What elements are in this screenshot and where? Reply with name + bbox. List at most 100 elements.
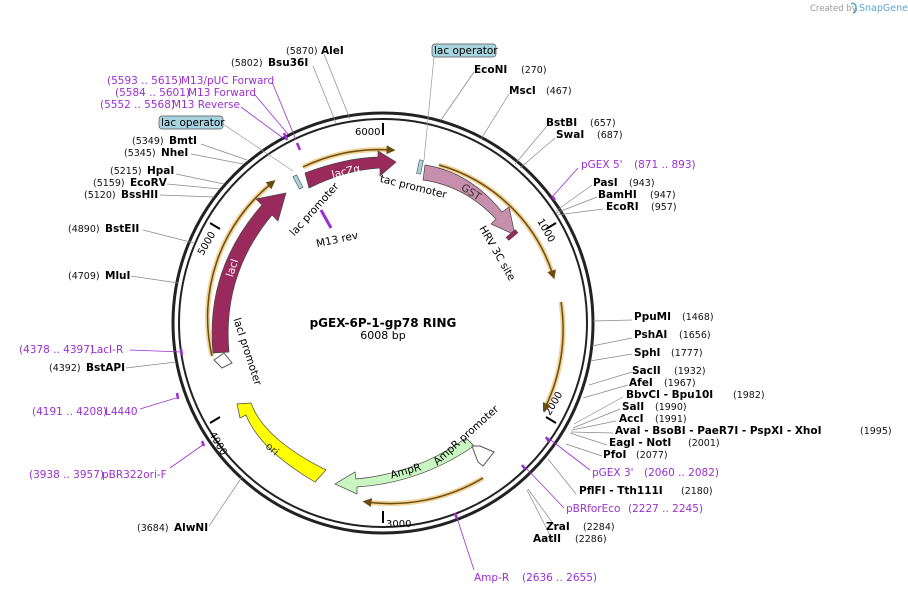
enzyme-leaders-right [440, 71, 633, 542]
svg-text:(5345): (5345) [124, 148, 156, 159]
svg-text:(5159): (5159) [93, 178, 125, 189]
enzyme-accI: AccI (1991) [619, 413, 687, 425]
svg-text:PshAI: PshAI [634, 329, 667, 341]
enzyme-salI: SalI(1990) [622, 401, 687, 413]
svg-text:SwaI: SwaI [556, 129, 584, 141]
svg-text:BssHII: BssHII [121, 189, 158, 201]
laci-arrow [211, 192, 287, 354]
svg-text:BamHI: BamHI [598, 189, 637, 201]
svg-text:AvaI - BsoBI - PaeR7I - PspXI: AvaI - BsoBI - PaeR7I - PspXI - XhoI [615, 425, 822, 437]
svg-text:(4378 .. 4397): (4378 .. 4397) [19, 344, 94, 356]
svg-text:(3938 .. 3957): (3938 .. 3957) [29, 469, 104, 481]
enzyme-pfoI: PfoI (2077) [603, 449, 668, 461]
svg-text:PasI: PasI [593, 177, 618, 189]
credit-brand: SnapGene [859, 3, 908, 14]
svg-text:AleI: AleI [321, 45, 344, 57]
svg-text:BstEII: BstEII [105, 223, 139, 235]
backbone-outer [171, 111, 595, 535]
svg-text:(2284): (2284) [583, 522, 615, 533]
enzyme-alwNI: (3684)AlwNI [137, 522, 208, 534]
enzyme-swaI: SwaI(687) [556, 129, 623, 141]
enzyme-eagI-notI: EagI - NotI(2001) [609, 437, 720, 449]
plasmid-name: pGEX-6P-1-gp78 RING [310, 316, 457, 330]
svg-text:(943): (943) [629, 178, 655, 189]
svg-text:SphI: SphI [634, 347, 660, 359]
svg-text:LacI-R: LacI-R [91, 344, 123, 356]
primer-m13-forward: (5584 .. 5601)M13 Forward [115, 87, 256, 99]
svg-text:(2077): (2077) [636, 450, 668, 461]
svg-text:(657): (657) [590, 118, 616, 129]
svg-text:(957): (957) [651, 202, 677, 213]
lac-operator-marker-left [292, 174, 304, 190]
enzyme-leaders-left [125, 53, 351, 527]
lac-operator-top: lac operator [431, 43, 498, 58]
primer-pbrforeco: pBRforEco (2227 .. 2245) [566, 503, 703, 515]
svg-text:BstAPI: BstAPI [86, 362, 125, 374]
svg-text:EcoRV: EcoRV [130, 177, 168, 189]
svg-text:(5552 .. 5568): (5552 .. 5568) [100, 99, 175, 111]
svg-text:(2227 .. 2245): (2227 .. 2245) [628, 503, 703, 515]
primer-leaders [129, 81, 591, 571]
svg-text:(5593 .. 5615): (5593 .. 5615) [107, 75, 182, 87]
svg-text:EcoRI: EcoRI [606, 201, 639, 213]
enzyme-pshAI: PshAI (1656) [634, 329, 711, 341]
svg-text:AlwNI: AlwNI [174, 522, 208, 534]
svg-text:EagI - NotI: EagI - NotI [609, 437, 671, 449]
svg-text:(1932): (1932) [674, 366, 706, 377]
svg-text:PfoI: PfoI [603, 449, 626, 461]
m13-rev-label: M13 rev [315, 230, 359, 251]
svg-text:M13 Reverse: M13 Reverse [172, 99, 240, 111]
tick-1000 [545, 222, 557, 230]
svg-text:(4890): (4890) [68, 224, 100, 235]
svg-text:(1468): (1468) [682, 312, 714, 323]
enzyme-afeI: AfeI(1967) [629, 377, 696, 389]
svg-text:BstBI: BstBI [546, 117, 577, 129]
tick-label-6000: 6000 [355, 127, 380, 138]
lac-operator-top-line [423, 56, 435, 161]
svg-text:pBRforEco: pBRforEco [566, 503, 620, 515]
tick-4000 [209, 416, 221, 424]
svg-text:MscI: MscI [509, 85, 536, 97]
svg-text:L4440: L4440 [105, 406, 138, 418]
svg-text:(1777): (1777) [671, 348, 703, 359]
enzyme-nheI: (5345) NheI [124, 147, 188, 159]
svg-text:M13 Forward: M13 Forward [188, 87, 256, 99]
svg-text:PpuMI: PpuMI [634, 311, 671, 323]
primer-pgex-5: pGEX 5'(871 .. 893) [581, 159, 696, 171]
svg-text:(1967): (1967) [664, 378, 696, 389]
enzyme-bstEII: (4890) BstEII [68, 223, 139, 235]
lac-operator-left-line [222, 123, 294, 172]
ampr-promoter-arrow [471, 445, 495, 467]
enzyme-bamHI: BamHI(947) [598, 189, 676, 201]
svg-text:(4709): (4709) [68, 271, 100, 282]
lacza-arrow [304, 150, 397, 189]
svg-text:(5349): (5349) [132, 136, 164, 147]
svg-text:lac operator: lac operator [434, 45, 498, 57]
enzyme-mscI: MscI (467) [509, 85, 572, 97]
svg-text:lac operator: lac operator [161, 117, 225, 129]
svg-text:(4191 .. 4208): (4191 .. 4208) [32, 406, 107, 418]
ori-arrow [236, 402, 327, 483]
svg-text:(871 .. 893): (871 .. 893) [634, 159, 696, 171]
primer-pbr322ori-f: (3938 .. 3957)pBR322ori-F [29, 469, 167, 481]
enzyme-ecoRI: EcoRI (957) [606, 201, 677, 213]
lac-promoter-label: lac promoter [288, 180, 342, 238]
svg-text:(5870): (5870) [286, 46, 318, 57]
credit-prefix: Created by [810, 4, 857, 14]
svg-text:(5802): (5802) [231, 58, 263, 69]
svg-text:(467): (467) [546, 86, 572, 97]
svg-text:NheI: NheI [161, 147, 188, 159]
svg-text:(5215): (5215) [110, 166, 142, 177]
svg-text:(1991): (1991) [655, 414, 687, 425]
lac-operator-marker-right [416, 159, 424, 175]
svg-text:(2060 .. 2082): (2060 .. 2082) [644, 467, 719, 479]
enzyme-ecoNI: EcoNI(270) [474, 64, 547, 76]
snapgene-logo: SnapGene [850, 2, 908, 14]
svg-text:AccI: AccI [619, 413, 643, 425]
svg-text:(1656): (1656) [679, 330, 711, 341]
tick-label-3000: 3000 [386, 519, 411, 530]
svg-text:MluI: MluI [105, 270, 130, 282]
enzyme-hpaI: (5215)HpaI [110, 165, 174, 177]
svg-text:BbvCI - Bpu10I: BbvCI - Bpu10I [626, 389, 713, 401]
